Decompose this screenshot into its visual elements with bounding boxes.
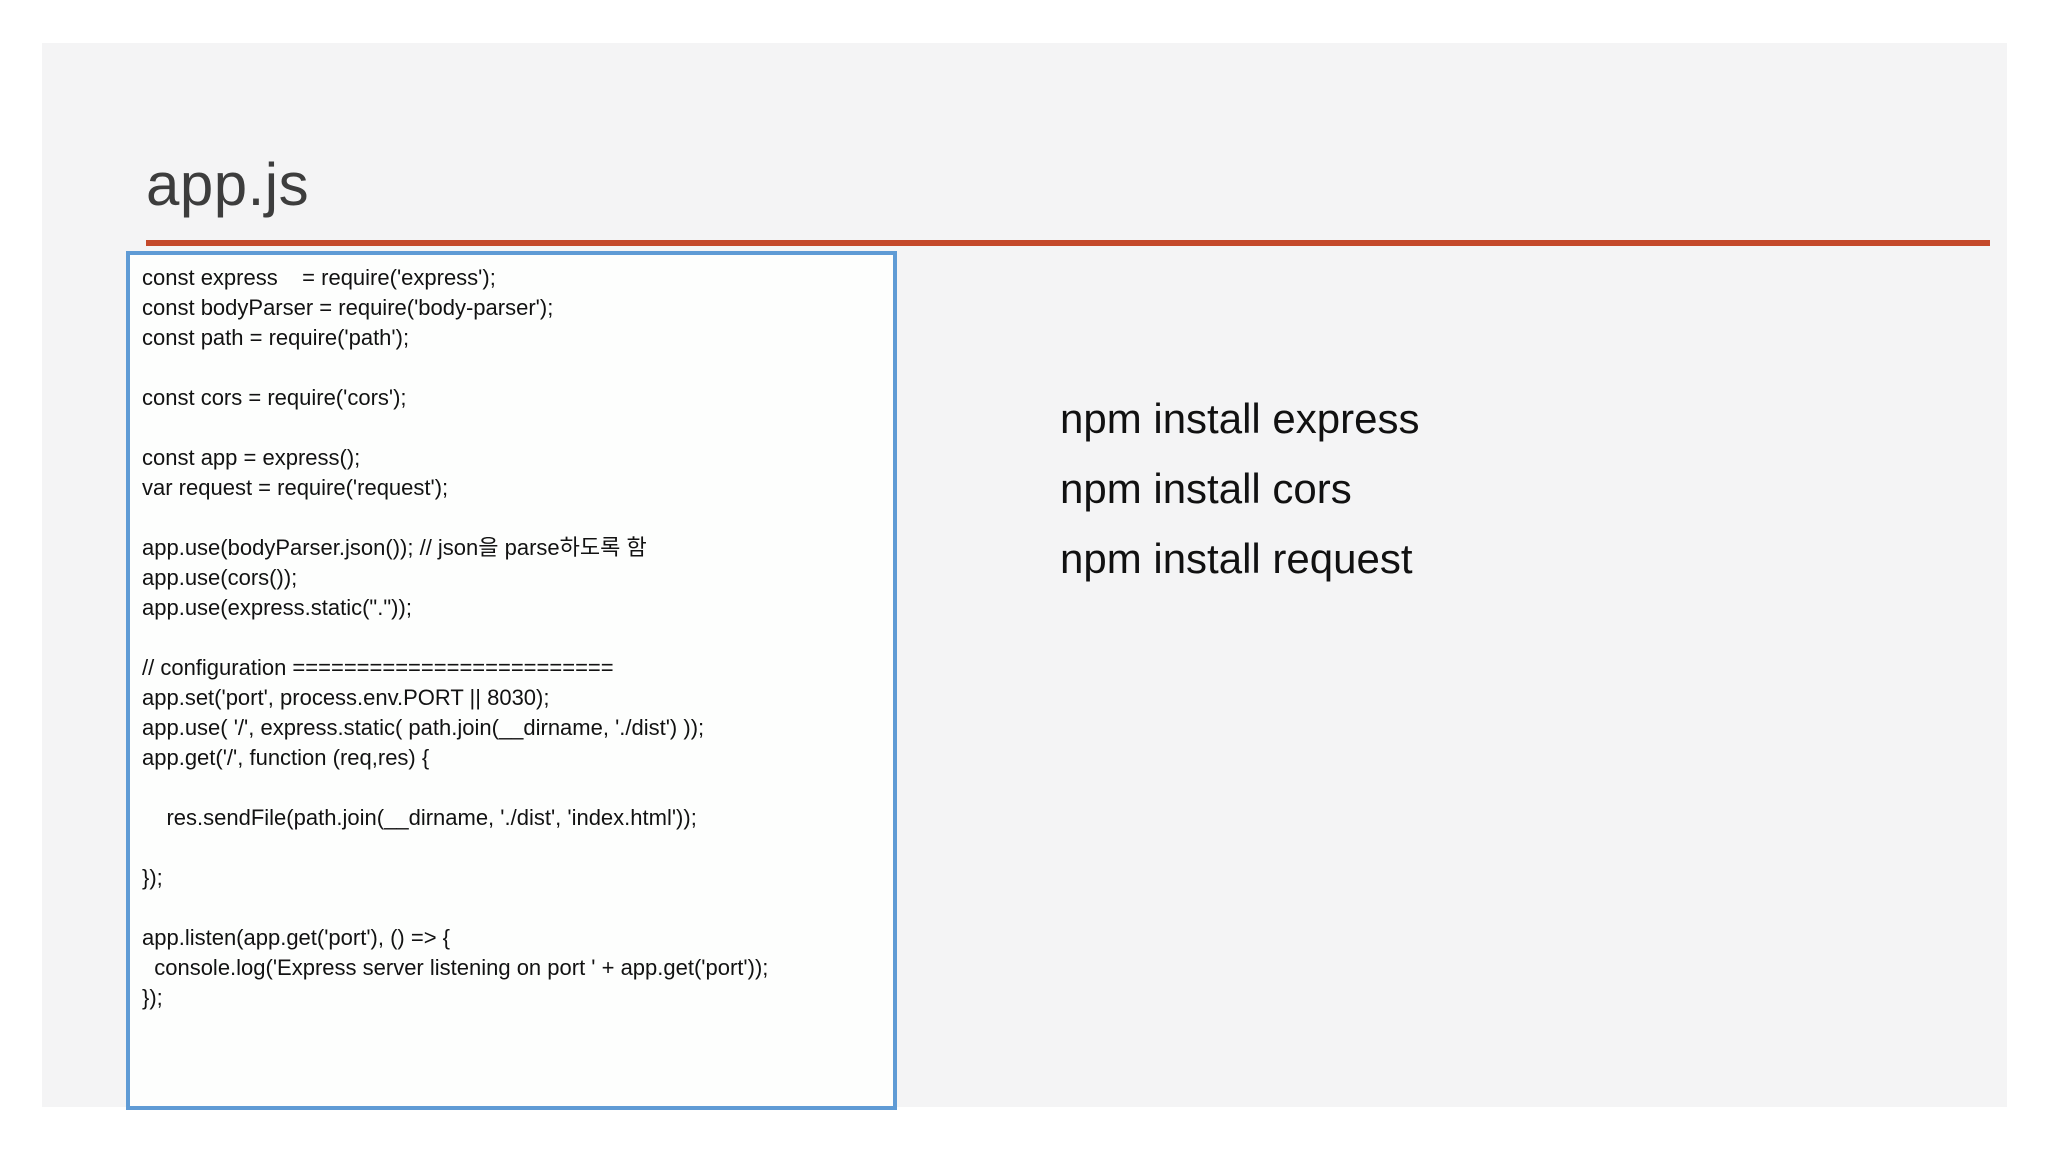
- npm-command-cors: npm install cors: [1060, 465, 1352, 512]
- npm-command-request: npm install request: [1060, 535, 1413, 582]
- npm-command-express: npm install express: [1060, 395, 1420, 442]
- code-text: const express = require('express'); cons…: [142, 265, 769, 1010]
- npm-command-list: npm install express npm install cors npm…: [1060, 397, 1419, 607]
- title-underline-rule: [146, 240, 1990, 246]
- code-box: const express = require('express'); cons…: [126, 251, 897, 1110]
- slide: app.js const express = require('express'…: [42, 43, 2007, 1110]
- slide-title: app.js: [146, 151, 310, 218]
